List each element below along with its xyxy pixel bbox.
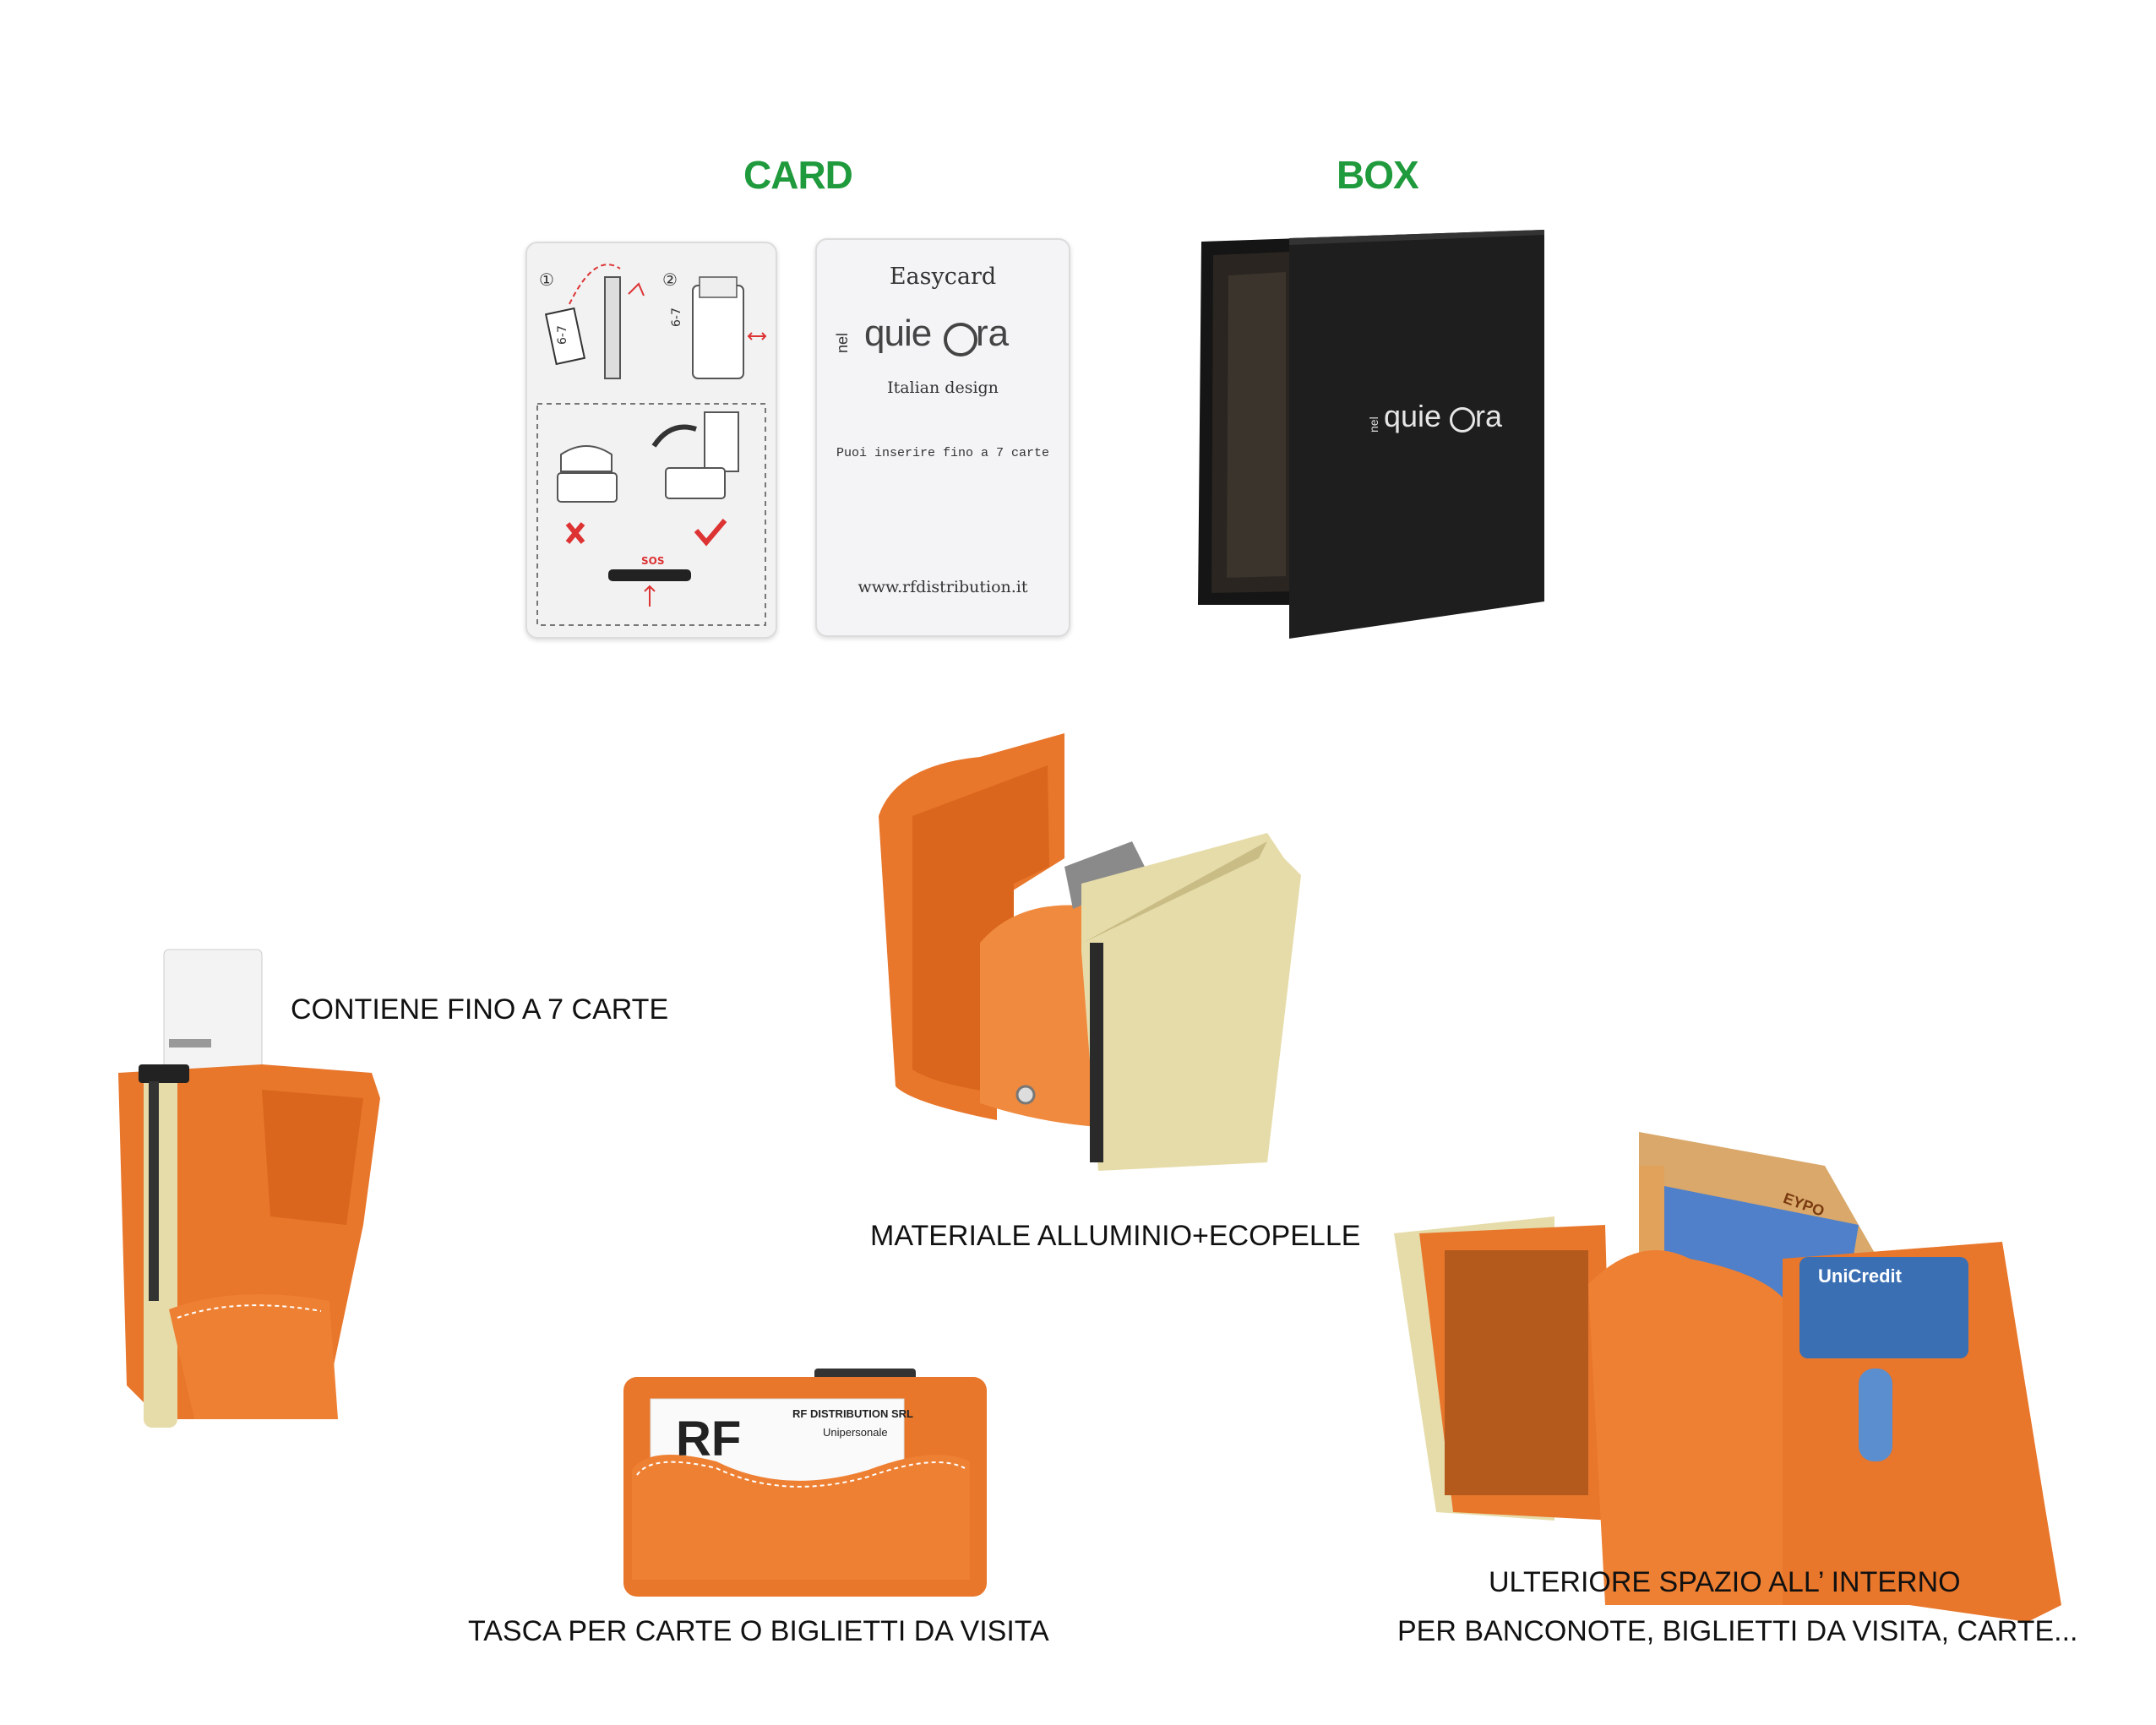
count-label-2: 6-7 bbox=[670, 307, 683, 327]
wallet-pocket-illustration bbox=[623, 1369, 987, 1597]
box-brand-suffix: ra bbox=[1475, 399, 1503, 433]
easycard-brand: nel quie ra bbox=[834, 311, 1062, 362]
count-label-1: 6-7 bbox=[556, 325, 569, 345]
easycard: Easycard nel quie ra Italian design Puoi… bbox=[815, 238, 1070, 637]
caption-material: MATERIALE ALLUMINIO+ECOPELLE bbox=[870, 1220, 1361, 1252]
bank-card-name: UniCredit bbox=[1818, 1265, 1902, 1287]
brand-magnifier-icon bbox=[944, 323, 977, 356]
wallet-material-illustration bbox=[879, 733, 1301, 1171]
caption-cards: CONTIENE FINO A 7 CARTE bbox=[291, 993, 669, 1026]
easycard-note: Puoi inserire fino a 7 carte bbox=[836, 446, 1050, 460]
wallet-interior-photo: UniCredit EYPO bbox=[1386, 1132, 2070, 1639]
wallet-interior-illustration bbox=[1394, 1132, 2061, 1622]
caption-interior-line2: PER BANCONOTE, BIGLIETTI DA VISITA, CART… bbox=[1397, 1615, 2078, 1647]
box-brand: nel quie ra bbox=[1367, 395, 1536, 446]
caption-pocket: TASCA PER CARTE O BIGLIETTI DA VISITA bbox=[468, 1615, 1049, 1647]
box-illustration bbox=[1198, 230, 1544, 639]
brand-name: quie bbox=[864, 313, 932, 354]
step1-marker: ① bbox=[539, 269, 554, 290]
step2-marker: ② bbox=[662, 269, 678, 290]
brand-prefix: nel bbox=[834, 332, 851, 353]
easycard-tagline: Italian design bbox=[887, 378, 999, 397]
wallet-cards-illustration bbox=[118, 949, 380, 1428]
box-magnifier-icon bbox=[1450, 407, 1475, 433]
wallet-pocket-photo: RF RF DISTRIBUTION SRL Unipersonale bbox=[615, 1369, 995, 1605]
business-card-logo: RF bbox=[676, 1412, 742, 1467]
caption-interior-line1: ULTERIORE SPAZIO ALL’ INTERNO bbox=[1489, 1566, 1961, 1598]
wallet-cards-photo bbox=[110, 946, 380, 1436]
box-heading: BOX bbox=[1337, 153, 1419, 197]
sos-label: SOS bbox=[641, 555, 665, 567]
card-heading: CARD bbox=[743, 153, 853, 197]
instruction-illustration: ① 6-7 ② 6-7 SOS bbox=[536, 264, 767, 626]
gift-box: nel quie ra bbox=[1198, 230, 1553, 639]
instruction-card: ① 6-7 ② 6-7 SOS bbox=[525, 242, 777, 639]
brand-suffix: ra bbox=[976, 313, 1010, 354]
wallet-material-photo bbox=[862, 732, 1326, 1196]
business-card-company: RF DISTRIBUTION SRL bbox=[792, 1407, 913, 1420]
easycard-title: Easycard bbox=[889, 264, 997, 290]
easycard-url: www.rfdistribution.it bbox=[858, 578, 1028, 596]
box-brand-prefix: nel bbox=[1367, 416, 1380, 433]
business-card-subline: Unipersonale bbox=[823, 1426, 888, 1439]
box-brand-name: quie bbox=[1384, 399, 1442, 433]
